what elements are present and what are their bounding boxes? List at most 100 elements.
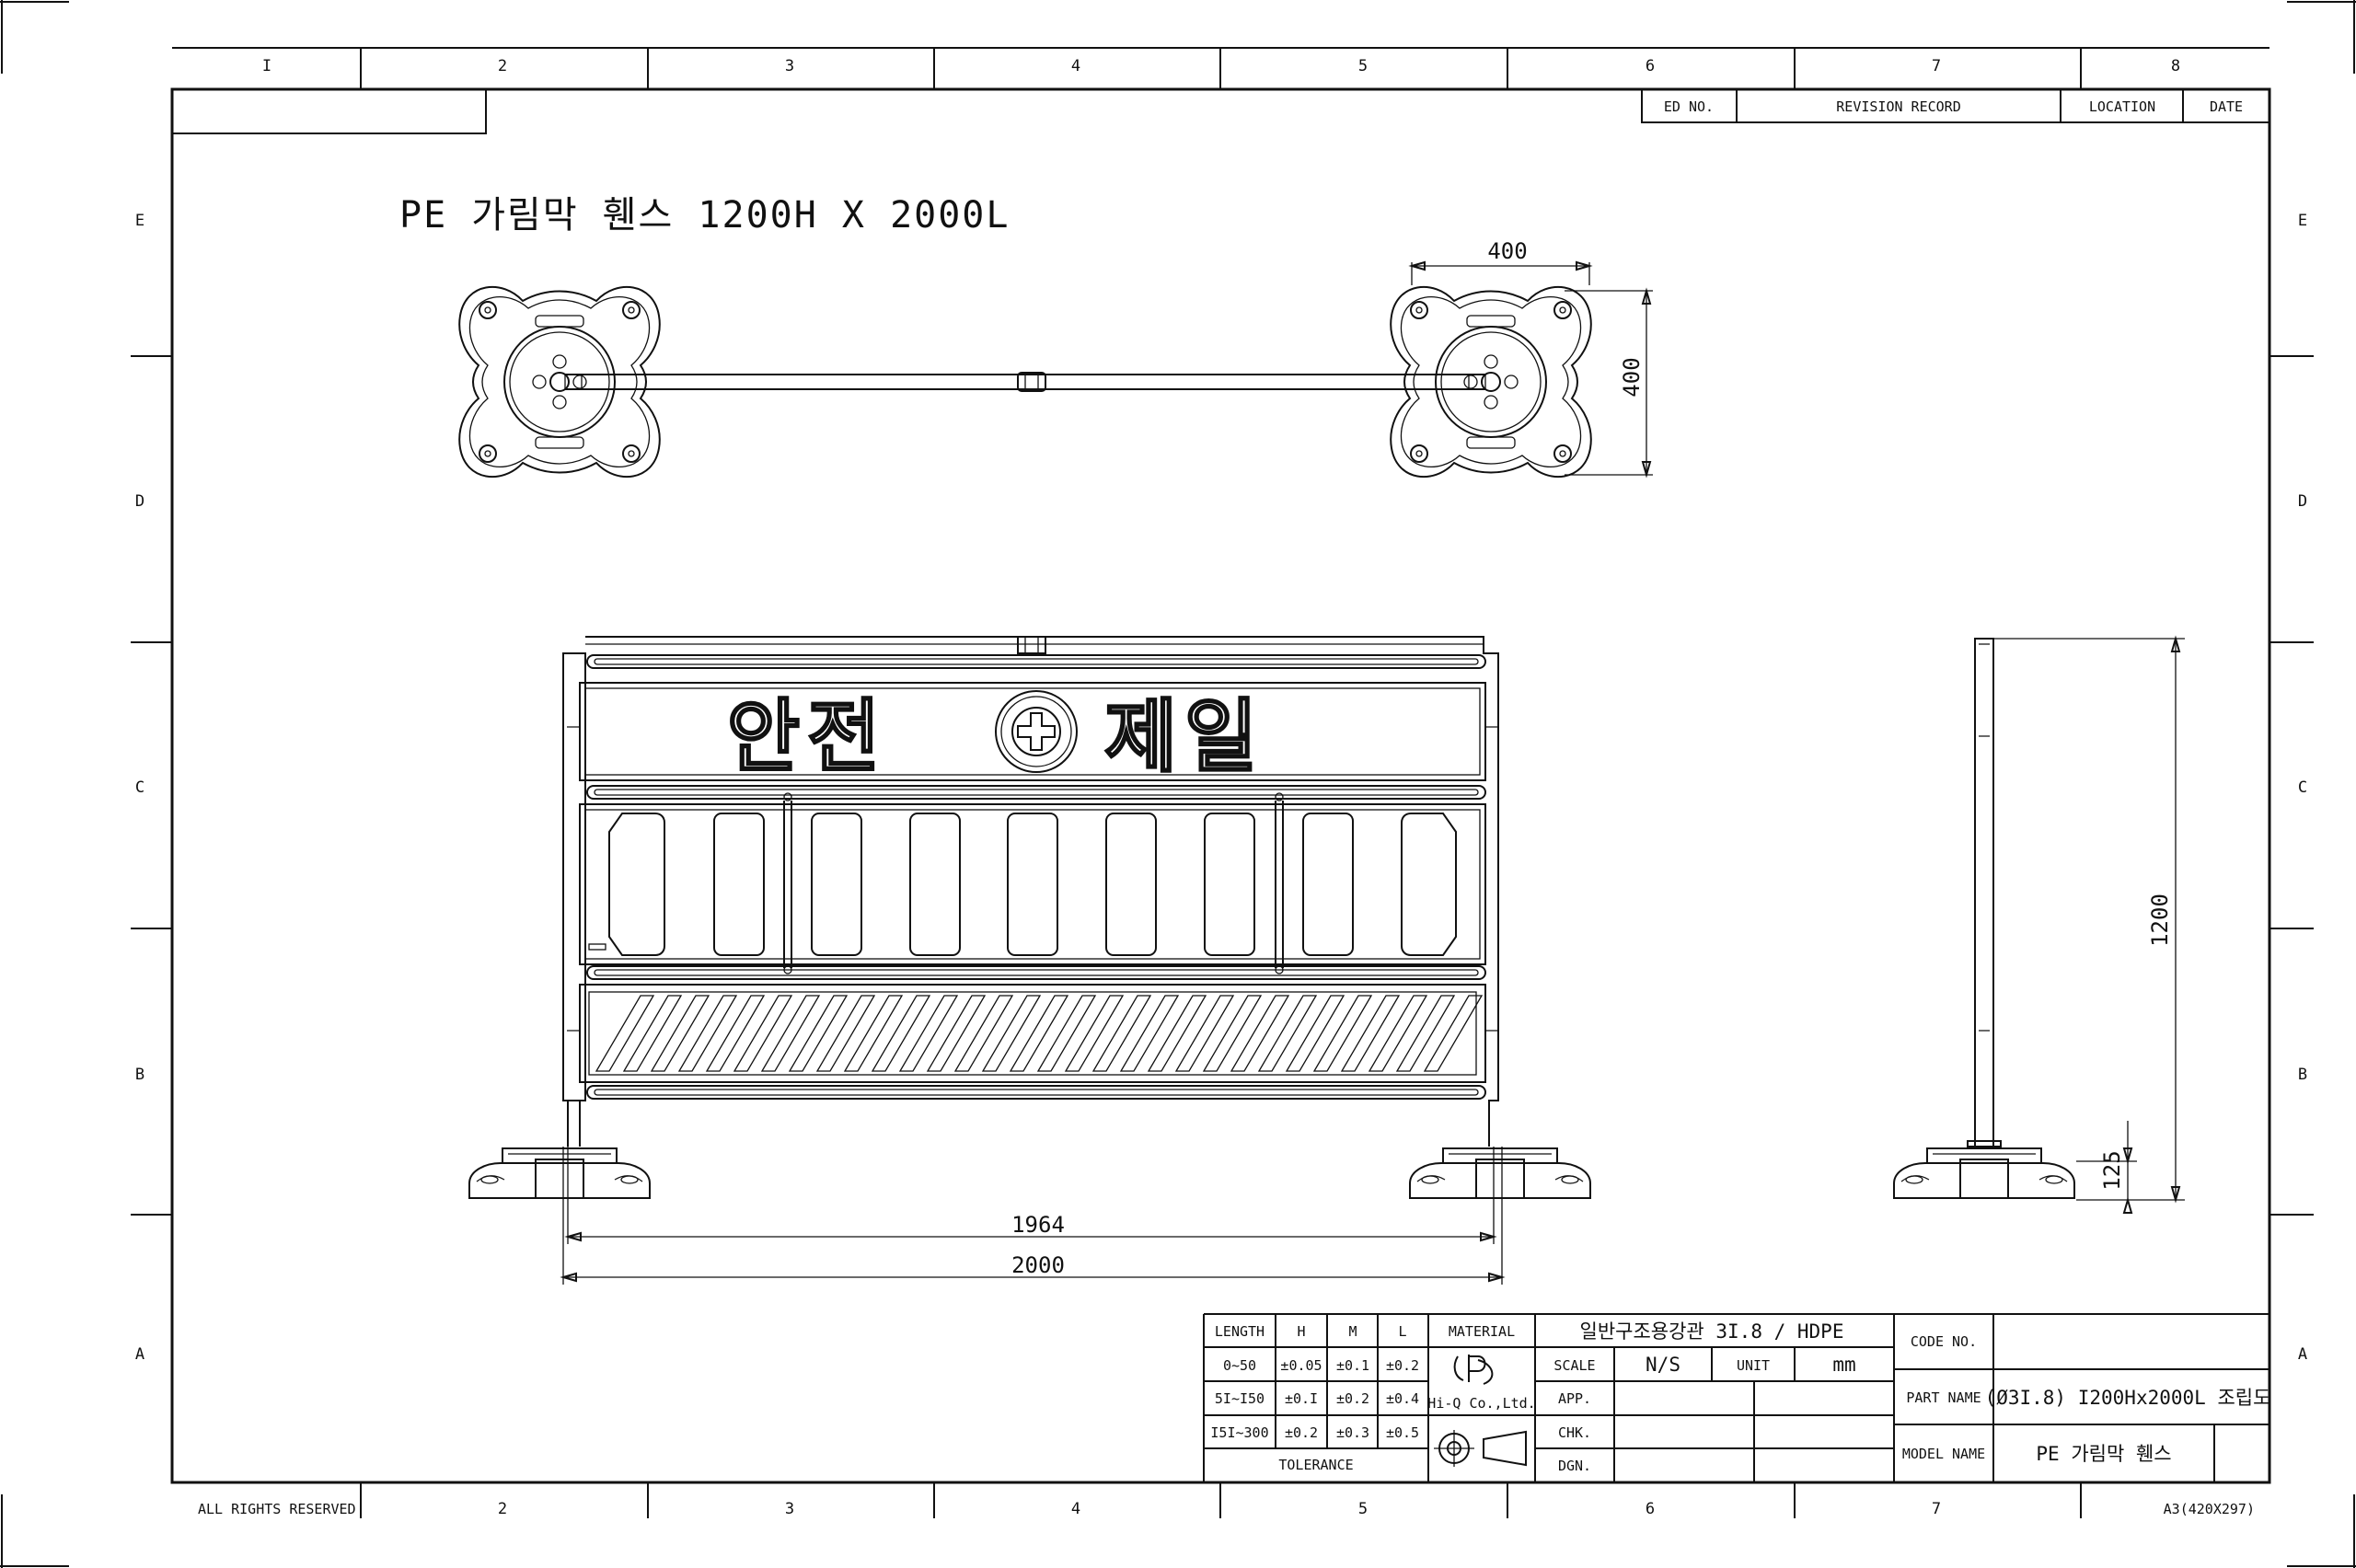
revision-table: ED NO. REVISION RECORD LOCATION DATE bbox=[1641, 89, 2269, 123]
hatch-stripe bbox=[650, 995, 710, 1072]
dim-height: 1200 bbox=[2147, 894, 2173, 947]
hatch-stripe bbox=[1285, 995, 1345, 1072]
hatch-stripe bbox=[1147, 995, 1207, 1072]
hatch-stripe bbox=[1119, 995, 1180, 1072]
hatch-stripe bbox=[1036, 995, 1097, 1072]
col-label: 5 bbox=[1358, 57, 1368, 75]
dgn-label: DGN. bbox=[1558, 1458, 1591, 1474]
hatch-stripes bbox=[595, 995, 1484, 1072]
code-label: CODE NO. bbox=[1911, 1333, 1977, 1350]
hatch-stripe bbox=[871, 995, 931, 1072]
tol-cell: ±0.2 bbox=[1336, 1390, 1369, 1407]
tol-cell: ±0.5 bbox=[1386, 1424, 1419, 1441]
hatch-stripe bbox=[1202, 995, 1263, 1072]
hatch-stripe bbox=[1091, 995, 1152, 1072]
row-label: D bbox=[2298, 492, 2307, 511]
row-labels: E D C B A E D C B A bbox=[135, 212, 2307, 1364]
top-view: 400 400 bbox=[458, 238, 1653, 478]
tol-cell: ±0.4 bbox=[1386, 1390, 1419, 1407]
part-value: (Ø3I.8) I200Hx2000L 조립도 bbox=[1985, 1387, 2271, 1409]
hatch-stripe bbox=[622, 995, 683, 1072]
hatch-stripe bbox=[1423, 995, 1484, 1072]
col-label: 6 bbox=[1646, 57, 1655, 75]
col-label: 3 bbox=[785, 1500, 794, 1518]
col-label: 5 bbox=[1358, 1500, 1368, 1518]
hatch-stripe bbox=[1395, 995, 1456, 1072]
title-block: LENGTH H M L 0~50 ±0.05 ±0.1 ±0.2 5I~I50… bbox=[1203, 1313, 2271, 1482]
revision-header: DATE bbox=[2210, 98, 2243, 115]
footer-sheet-size: A3(420X297) bbox=[2164, 1501, 2255, 1517]
col-label: 2 bbox=[498, 1500, 507, 1518]
projection-symbol-icon bbox=[1428, 1414, 1535, 1467]
column-labels-bottom: 2 3 4 5 6 7 ALL RIGHTS RESERVED A3(420X2… bbox=[198, 1500, 2255, 1518]
row-label: A bbox=[135, 1345, 144, 1364]
tol-header: M bbox=[1348, 1323, 1357, 1340]
tol-cell: 5I~I50 bbox=[1215, 1390, 1265, 1407]
tol-cell: ±0.1 bbox=[1336, 1357, 1369, 1374]
tol-header: L bbox=[1398, 1323, 1406, 1340]
revision-header: ED NO. bbox=[1664, 98, 1714, 115]
column-zone-ticks bbox=[131, 47, 2314, 1518]
dim-total-length: 2000 bbox=[1011, 1252, 1065, 1278]
col-label: 4 bbox=[1071, 1500, 1080, 1518]
material-value: 일반구조용강관 3I.8 / HDPE bbox=[1580, 1320, 1844, 1343]
row-label: B bbox=[2298, 1066, 2307, 1084]
unit-value: mm bbox=[1832, 1354, 1855, 1376]
col-label: 6 bbox=[1646, 1500, 1655, 1518]
dim-base-width: 400 bbox=[1487, 238, 1527, 264]
part-label: PART NAME bbox=[1906, 1389, 1981, 1406]
foot-side bbox=[1893, 1147, 2075, 1199]
dim-inner-length: 1964 bbox=[1011, 1212, 1065, 1238]
col-label: 2 bbox=[498, 57, 507, 75]
tol-cell: I5I~300 bbox=[1210, 1424, 1268, 1441]
tol-cell: ±0.2 bbox=[1285, 1424, 1318, 1441]
col-label: 7 bbox=[1932, 57, 1941, 75]
hatch-stripe bbox=[595, 995, 655, 1072]
model-value: PE 가림막 휀스 bbox=[2036, 1443, 2171, 1465]
column-labels-top: I 2 3 4 5 6 7 8 bbox=[262, 57, 2180, 75]
row-label: C bbox=[135, 778, 144, 797]
row-label: A bbox=[2298, 1345, 2307, 1364]
first-aid-cross-icon bbox=[995, 690, 1078, 773]
row-label: B bbox=[135, 1066, 144, 1084]
col-label: 4 bbox=[1071, 57, 1080, 75]
footer-rights: ALL RIGHTS RESERVED bbox=[198, 1501, 356, 1517]
panel-windows bbox=[608, 813, 1457, 956]
material-label: MATERIAL bbox=[1449, 1323, 1515, 1340]
safety-sign-text: 안전 제일 bbox=[726, 690, 1265, 785]
unit-label: UNIT bbox=[1737, 1357, 1770, 1374]
hatch-stripe bbox=[981, 995, 1042, 1072]
hatch-stripe bbox=[1257, 995, 1318, 1072]
model-label: MODEL NAME bbox=[1902, 1446, 1985, 1462]
tol-cell: ±0.2 bbox=[1386, 1357, 1419, 1374]
row-label: E bbox=[2298, 212, 2307, 230]
hatch-stripe bbox=[733, 995, 793, 1072]
drawing-title: PE 가림막 휀스 1200H X 2000L bbox=[399, 194, 1010, 236]
hatch-stripe bbox=[760, 995, 821, 1072]
hatch-stripe bbox=[677, 995, 738, 1072]
tol-header: H bbox=[1297, 1323, 1305, 1340]
drawing-no-box bbox=[172, 89, 487, 134]
col-label: I bbox=[262, 57, 271, 75]
scale-label: SCALE bbox=[1553, 1357, 1595, 1374]
sign-text-first: 제일 bbox=[1104, 691, 1265, 783]
hatch-stripe bbox=[1064, 995, 1125, 1072]
revision-header: REVISION RECORD bbox=[1836, 98, 1960, 115]
chk-label: CHK. bbox=[1558, 1424, 1591, 1441]
app-label: APP. bbox=[1558, 1390, 1591, 1407]
sign-text-safety: 안전 bbox=[727, 691, 887, 783]
hatch-stripe bbox=[843, 995, 904, 1072]
revision-header: LOCATION bbox=[2089, 98, 2155, 115]
company-logo-icon bbox=[1453, 1355, 1494, 1385]
tol-cell: ±0.3 bbox=[1336, 1424, 1369, 1441]
row-label: C bbox=[2298, 778, 2307, 797]
hatch-stripe bbox=[788, 995, 849, 1072]
tol-cell: 0~50 bbox=[1223, 1357, 1256, 1374]
base-plan-right bbox=[1390, 285, 1592, 478]
side-view: 1200 125 bbox=[1893, 635, 2185, 1214]
tol-cell: ±0.I bbox=[1285, 1390, 1318, 1407]
tol-cell: ±0.05 bbox=[1280, 1357, 1322, 1374]
hatch-stripe bbox=[926, 995, 987, 1072]
dim-foot-height: 125 bbox=[2099, 1150, 2125, 1190]
